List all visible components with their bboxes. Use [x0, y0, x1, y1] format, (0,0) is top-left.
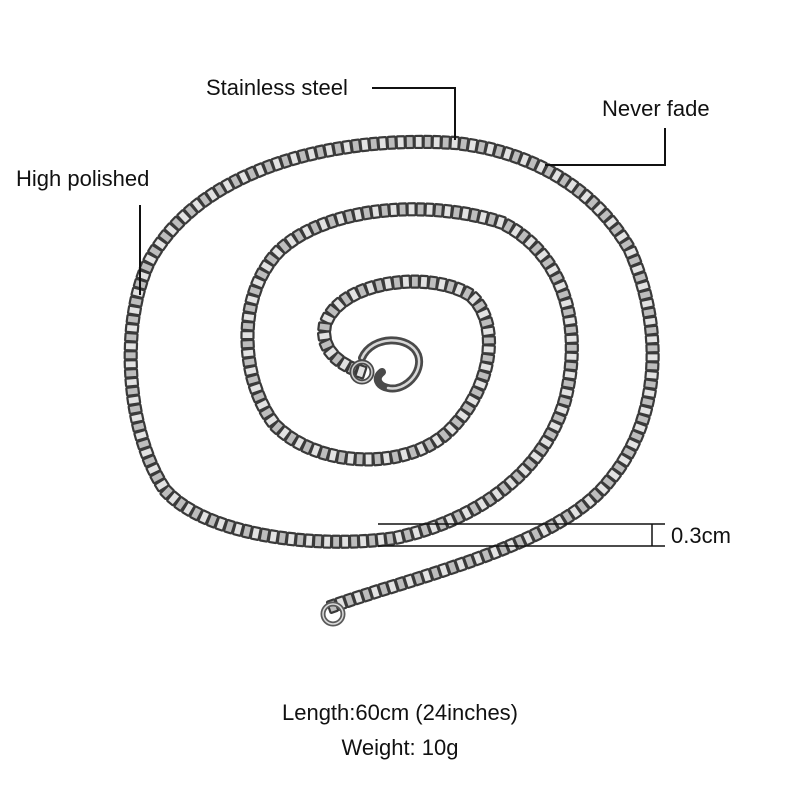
chain-link: [645, 343, 660, 354]
chain-link: [481, 335, 497, 346]
chain-link: [354, 451, 365, 467]
chain-link: [644, 333, 660, 345]
chain-link: [643, 324, 659, 336]
chain-link: [564, 333, 579, 345]
chain-link: [363, 452, 374, 467]
chain-link: [377, 135, 389, 151]
chain-link: [339, 534, 351, 549]
chain-link: [397, 202, 408, 217]
chain-link: [176, 209, 192, 225]
label-chain-width: 0.3cm: [671, 523, 731, 548]
spec-weight: Weight: 10g: [341, 735, 459, 760]
chain-link: [644, 369, 659, 381]
chain-link: [409, 274, 421, 289]
chain-link: [357, 533, 369, 549]
chain-link: [433, 203, 445, 218]
chain-link: [457, 136, 470, 152]
chain-link: [240, 329, 255, 341]
chain-link: [415, 202, 426, 217]
chain-link: [562, 368, 578, 381]
chain-link: [563, 360, 579, 372]
chain-link: [386, 135, 398, 150]
chain-link: [480, 352, 496, 365]
chain-link: [240, 320, 256, 332]
chain-link: [354, 363, 368, 380]
leader-line-never-fade: [545, 128, 666, 166]
chain-link: [294, 532, 306, 548]
chain-link: [440, 135, 452, 150]
chain-link: [643, 378, 659, 390]
chain-link: [124, 376, 140, 388]
chain-link: [359, 137, 371, 153]
chain-link: [418, 274, 430, 290]
jump-ring-icon: [320, 601, 346, 627]
chain-link: [406, 202, 417, 217]
chain-link: [366, 533, 378, 548]
chain-link: [276, 530, 289, 546]
chain-link: [424, 202, 435, 217]
chain-link: [481, 344, 496, 355]
label-stainless-steel: Stainless steel: [206, 75, 348, 100]
label-never-fade: Never fade: [602, 96, 710, 121]
chain-link: [427, 275, 439, 291]
chain-link: [123, 359, 138, 370]
chain-link: [303, 533, 315, 548]
chain-link: [125, 313, 141, 326]
chain-link: [395, 135, 406, 150]
chain-link: [368, 136, 380, 152]
chain-link: [123, 341, 139, 352]
chain-link: [404, 134, 415, 150]
chain-link: [123, 350, 138, 361]
chain-link: [645, 352, 660, 363]
box-chain-necklace: [123, 134, 660, 614]
chain-link: [413, 134, 424, 150]
chain-link: [382, 276, 395, 292]
chain-link: [564, 351, 579, 363]
chain-link: [450, 204, 463, 220]
chain-link: [441, 203, 454, 219]
width-measure-lines: [378, 523, 665, 547]
label-high-polished: High polished: [16, 166, 150, 191]
chain-link: [124, 322, 140, 334]
chain-link: [431, 134, 442, 150]
chain-link: [375, 532, 387, 548]
chain-link: [388, 202, 400, 218]
chain-link: [241, 311, 257, 323]
chain-link: [312, 533, 324, 549]
chain-link: [123, 367, 139, 379]
chain-link: [563, 324, 579, 336]
lobster-clasp-icon: [349, 336, 424, 393]
leader-line-stainless-steel: [372, 87, 456, 140]
chain-link: [345, 451, 357, 466]
chain-link: [321, 534, 333, 549]
chain-link: [379, 203, 391, 219]
chain-link: [422, 134, 433, 150]
chain-link: [285, 531, 297, 547]
chain-link: [240, 338, 255, 350]
chain-link: [124, 331, 139, 343]
chain-link: [645, 360, 660, 372]
chain-link: [348, 534, 360, 549]
spec-length: Length:60cm (24inches): [281, 700, 519, 725]
chain-link: [372, 451, 384, 467]
chain-link: [330, 534, 342, 549]
chain-link: [564, 342, 579, 353]
chain-link: [400, 274, 412, 290]
